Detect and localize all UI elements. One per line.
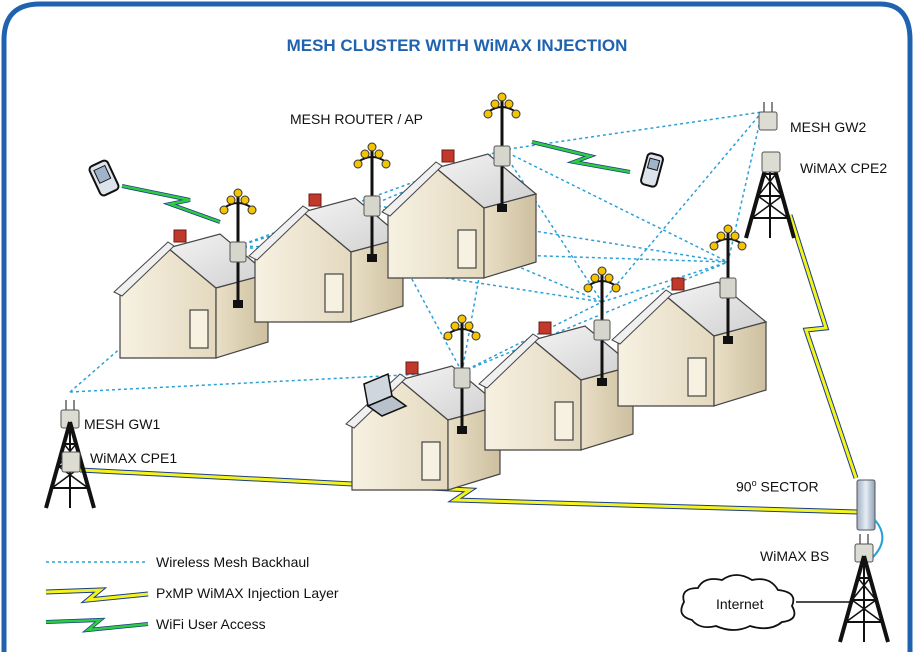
internet-label: Internet <box>716 596 764 612</box>
wimax-bs-label: WiMAX BS <box>760 548 830 564</box>
house-icon <box>381 149 537 279</box>
diagram-title: MESH CLUSTER WITH WiMAX INJECTION <box>286 36 628 55</box>
mobile-phone-icon <box>640 152 664 188</box>
mesh-router-label: MESH ROUTER / AP <box>290 111 424 127</box>
sector-antenna-icon <box>856 479 876 531</box>
house-icon <box>611 277 767 407</box>
laptop-icon <box>363 372 408 417</box>
wimax-cpe2-icon <box>761 151 781 173</box>
wimax-cpe1-label: WiMAX CPE1 <box>90 450 178 466</box>
mesh-gw2-radio-icon <box>758 101 778 131</box>
wimax-cpe1-icon <box>61 451 81 473</box>
wimax-tower-icon <box>838 554 890 644</box>
mesh-gw1-label: MESH GW1 <box>84 416 161 432</box>
wimax-cpe2-label: WiMAX CPE2 <box>800 160 888 176</box>
internet-cloud-icon <box>680 574 796 631</box>
pda-device-icon <box>88 159 120 197</box>
mesh-gw2-label: MESH GW2 <box>790 119 867 135</box>
legend-wifi-symbol <box>45 617 149 633</box>
legend-backhaul-label: Wireless Mesh Backhaul <box>156 554 310 570</box>
legend-wifi-label: WiFi User Access <box>156 616 266 632</box>
sector-label: 90o SECTOR <box>736 478 819 495</box>
legend-injection-symbol <box>45 587 149 604</box>
legend-injection-label: PxMP WiMAX Injection Layer <box>156 585 339 601</box>
house-icon <box>478 321 634 451</box>
wimax-injection-links <box>79 214 859 515</box>
